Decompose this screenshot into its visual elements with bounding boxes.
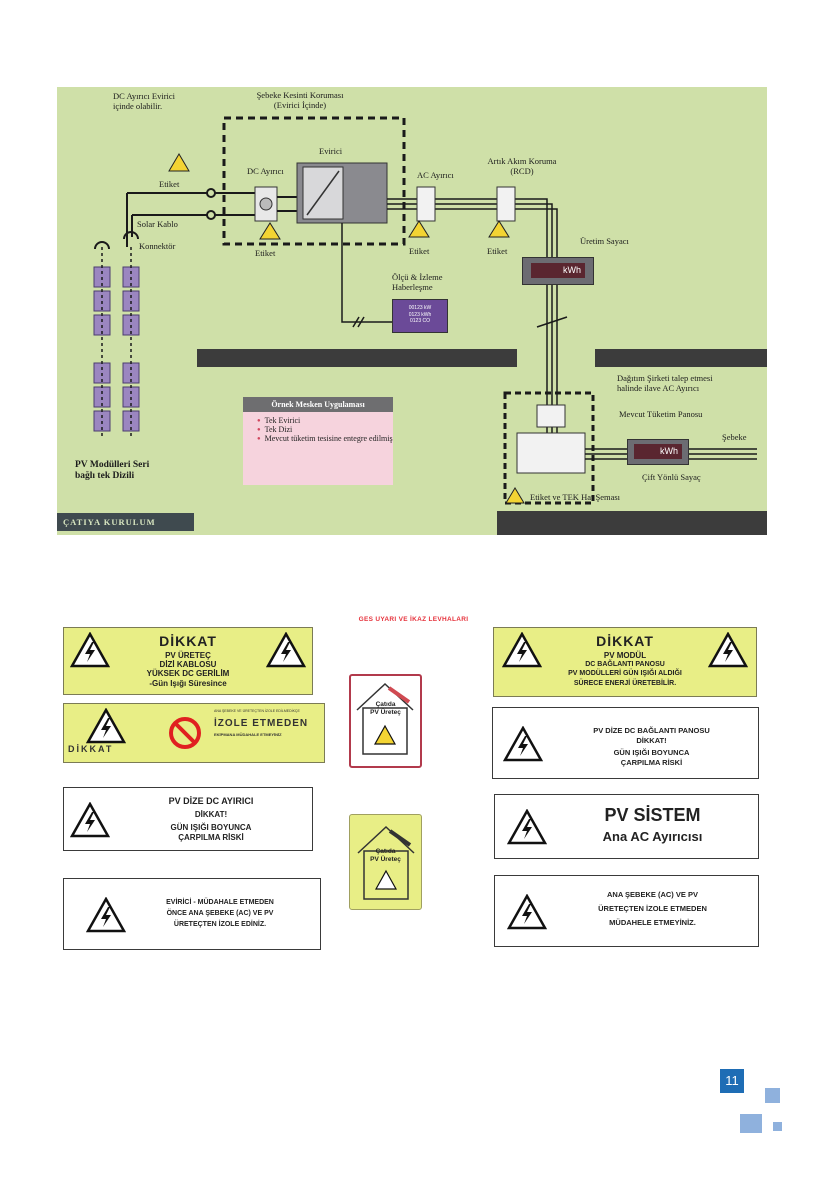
sign-line: ÖNCE ANA ŞEBEKE (AC) VE PV — [166, 910, 274, 917]
label-tag: Etiket — [159, 179, 180, 189]
sign-line: EVİRİCİ - MÜDAHALE ETMEDEN — [166, 899, 274, 906]
sign-line: DİZİ KABLOSU — [159, 660, 217, 669]
monitor-line: 0123 CO — [409, 318, 430, 324]
page-number: 11 — [720, 1069, 744, 1093]
sign-sub: EKİPMANA MÜDAHALE ETMEYİNİZ — [214, 732, 282, 737]
bidirectional-meter-display: kWh — [634, 444, 682, 459]
sign-line: DİKKAT! — [636, 736, 667, 745]
sign-inverter: EVİRİCİ - MÜDAHALE ETMEDEN ÖNCE ANA ŞEBE… — [63, 878, 321, 950]
sign-line: GÜN IŞIĞI BOYUNCA — [613, 748, 690, 757]
example-item: Tek Evirici — [257, 416, 393, 425]
sign-small-top: ANA ŞEBEKE VE ÜRETEÇTEN İZOLE EDİLMEDİKÇ… — [214, 709, 300, 713]
dc-isolator-note: DC Ayırıcı Evirici içinde olabilir. — [113, 91, 176, 111]
sign-line: MÜDAHELE ETMEYİNİZ. — [609, 918, 696, 927]
sign-line: Ana AC Ayırıcısı — [602, 829, 703, 844]
sign-line: ÜRETEÇTEN İZOLE EDİNİZ. — [173, 921, 267, 928]
ac-isolator-label: AC Ayırıcı — [417, 170, 454, 180]
monitoring-label: Ölçü & İzleme Haberleşme — [392, 272, 443, 292]
sign-line: ÇARPILMA RİSKİ — [178, 833, 244, 842]
sign-line: PV MODÜLLERİ GÜN IŞIĞI ALDIĞI — [568, 670, 682, 677]
grid-protection-label: Şebeke Kesinti Koruması (Evirici İçinde) — [256, 90, 344, 110]
high-voltage-icon — [70, 802, 110, 838]
house-label: PV Üreteç — [370, 856, 401, 863]
example-box: Örnek Mesken Uygulaması Tek Evirici Tek … — [243, 397, 393, 485]
monitor-line: 00123 kW — [408, 305, 432, 311]
sign-pv-system-ac: PV SİSTEM Ana AC Ayırıcısı — [494, 794, 759, 859]
roof-bar-right — [595, 349, 767, 367]
pv-system-diagram: kWh kWh 00123 kW 0123 kWh 0123 CO DC Ayı… — [57, 87, 767, 535]
sign-line: ÜRETEÇTEN İZOLE ETMEDEN — [598, 904, 707, 913]
sign-brand: DİKKAT — [68, 744, 114, 754]
distribution-note: Dağıtım Şirketi talep etmesi halinde ila… — [617, 373, 713, 393]
sign-title: DİKKAT — [159, 633, 217, 649]
house-label: Çatıda — [375, 701, 396, 708]
house-icon — [357, 825, 415, 900]
dc-isolator-label: DC Ayırıcı — [247, 166, 284, 176]
decor-square — [765, 1088, 780, 1103]
sign-line: ANA ŞEBEKE (AC) VE PV — [607, 890, 698, 899]
decor-square — [740, 1114, 762, 1133]
sign-line: PV DİZE DC BAĞLANTI PANOSU — [593, 726, 710, 735]
solar-cable-label: Solar Kablo — [137, 219, 178, 229]
decor-square — [773, 1122, 782, 1131]
sign-line: PV SİSTEM — [604, 805, 701, 825]
sign-line: -Gün Işığı Süresince — [149, 679, 227, 688]
high-voltage-icon — [507, 809, 547, 845]
label-tag: Etiket — [409, 246, 430, 256]
sign-line: YÜKSEK DC GERİLİM — [146, 669, 230, 678]
sign-line: ÇARPILMA RİSKİ — [620, 758, 683, 767]
sign-title: İZOLE ETMEDEN — [214, 718, 309, 729]
high-voltage-icon — [86, 708, 126, 744]
sign-line: SÜRECE ENERJİ ÜRETEBİLİR. — [573, 680, 677, 687]
high-voltage-icon — [86, 897, 126, 933]
label-tag: Etiket — [487, 246, 508, 256]
label-and-diagram-label: Etiket ve TEK Hat Şeması — [530, 492, 621, 502]
example-title: Örnek Mesken Uygulaması — [243, 397, 393, 412]
sign-pv-string-dc-panel: PV DİZE DC BAĞLANTI PANOSU DİKKAT! GÜN I… — [492, 707, 759, 779]
sign-house-roof-pv: Çatıda PV Üreteç — [349, 674, 422, 768]
diagram-wiring — [93, 116, 757, 505]
bidirectional-meter-label: Çift Yönlü Sayaç — [642, 472, 701, 482]
monitor-line: 0123 kWh — [408, 311, 432, 318]
sign-house-roof-pv-yellow: Çatıda PV Üreteç — [349, 814, 422, 910]
roof-install-caption: ÇATIYA KURULUM — [57, 513, 194, 531]
sign-line: GÜN IŞIĞI BOYUNCA — [170, 823, 252, 832]
rcd-label: Artık Akım Koruma (RCD) — [487, 156, 557, 176]
sign-main-grid-isolate: ANA ŞEBEKE (AC) VE PV ÜRETEÇTEN İZOLE ET… — [494, 875, 759, 947]
sign-line: DC BAĞLANTI PANOSU — [585, 661, 665, 668]
consumption-panel-label: Mevcut Tüketim Panosu — [619, 409, 703, 419]
sign-pv-generator-cable: DİKKAT PV ÜRETEÇ DİZİ KABLOSU YÜKSEK DC … — [63, 627, 313, 695]
sign-title: DİKKAT — [596, 633, 654, 649]
connector-label: Konnektör — [139, 241, 176, 251]
production-meter: kWh — [522, 257, 594, 285]
high-voltage-icon — [503, 726, 543, 762]
prohibited-icon — [169, 717, 201, 749]
bidirectional-meter: kWh — [627, 439, 689, 465]
example-item: Mevcut tüketim tesisine entegre edilmiş — [257, 434, 393, 443]
production-meter-display: kWh — [531, 263, 585, 278]
house-label: Çatıda — [375, 848, 396, 855]
roof-bar-left — [197, 349, 517, 367]
production-meter-label: Üretim Sayacı — [580, 236, 629, 246]
sign-line: PV MODÜL — [603, 651, 647, 660]
signs-section-title: GES UYARI VE İKAZ LEVHALARI — [358, 616, 469, 623]
grid-label: Şebeke — [722, 432, 747, 442]
inverter-label: Evirici — [319, 146, 343, 156]
sign-line: PV ÜRETEÇ — [165, 651, 211, 660]
pv-modules-label: PV Modülleri Seri bağlı tek Dizili — [75, 460, 150, 481]
house-label: PV Üreteç — [370, 709, 401, 716]
monitoring-device: 00123 kW 0123 kWh 0123 CO — [392, 299, 448, 333]
sign-pv-string-dc-isolator: PV DİZE DC AYIRICI DİKKAT! GÜN IŞIĞI BOY… — [63, 787, 313, 851]
sign-isolate: DİKKAT ANA ŞEBEKE VE ÜRETEÇTEN İZOLE EDİ… — [63, 703, 325, 763]
house-icon — [356, 682, 414, 755]
sign-pv-module-dc-panel: DİKKAT PV MODÜL DC BAĞLANTI PANOSU PV MO… — [493, 627, 757, 697]
sign-line: PV DİZE DC AYIRICI — [168, 796, 254, 806]
example-item: Tek Dizi — [257, 425, 393, 434]
ground-bar — [497, 511, 767, 535]
high-voltage-icon — [507, 894, 547, 930]
label-tag: Etiket — [255, 248, 276, 258]
sign-line: DİKKAT! — [194, 810, 228, 819]
